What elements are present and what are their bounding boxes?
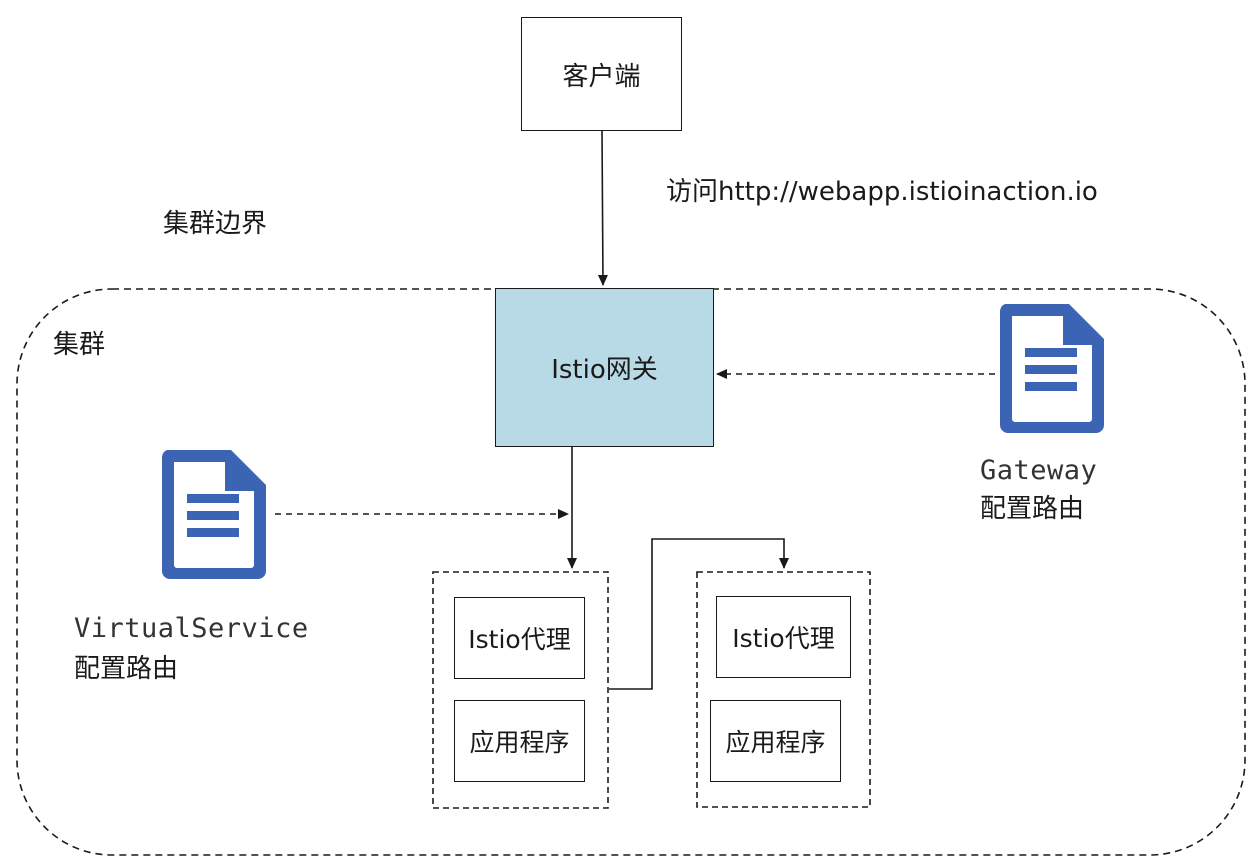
virtualservice-kind-label: VirtualService — [74, 613, 309, 644]
cluster-label: 集群 — [53, 330, 106, 360]
client-box: 客户端 — [521, 17, 682, 131]
pod-left-app-label: 应用程序 — [469, 728, 570, 757]
gateway-kind-label: Gateway — [980, 455, 1098, 486]
document-icon — [161, 450, 266, 579]
pod-right-boundary — [696, 571, 871, 808]
istio-gateway-label: Istio网关 — [551, 355, 658, 385]
istio-gateway-box: Istio网关 — [495, 288, 714, 447]
pod-left-app: 应用程序 — [454, 700, 585, 782]
client-to-gateway-arrow — [597, 130, 608, 286]
pod-right-proxy: Istio代理 — [716, 596, 851, 678]
document-icon — [999, 304, 1104, 433]
gateway-caption: 配置路由 — [980, 494, 1085, 524]
pod-to-pod-arrow — [609, 538, 789, 690]
pod-right-app: 应用程序 — [710, 700, 841, 782]
cluster-boundary-label: 集群边界 — [163, 209, 268, 239]
client-label: 客户端 — [562, 61, 641, 92]
access-url-label: 访问http://webapp.istioinaction.io — [666, 177, 1098, 207]
pod-right-proxy-label: Istio代理 — [732, 624, 835, 653]
pod-left-proxy-label: Istio代理 — [468, 625, 571, 654]
pod-left-proxy: Istio代理 — [454, 597, 585, 679]
pod-right-app-label: 应用程序 — [725, 728, 826, 757]
virtualservice-caption: 配置路由 — [74, 654, 179, 684]
pod-left-boundary — [432, 571, 609, 809]
